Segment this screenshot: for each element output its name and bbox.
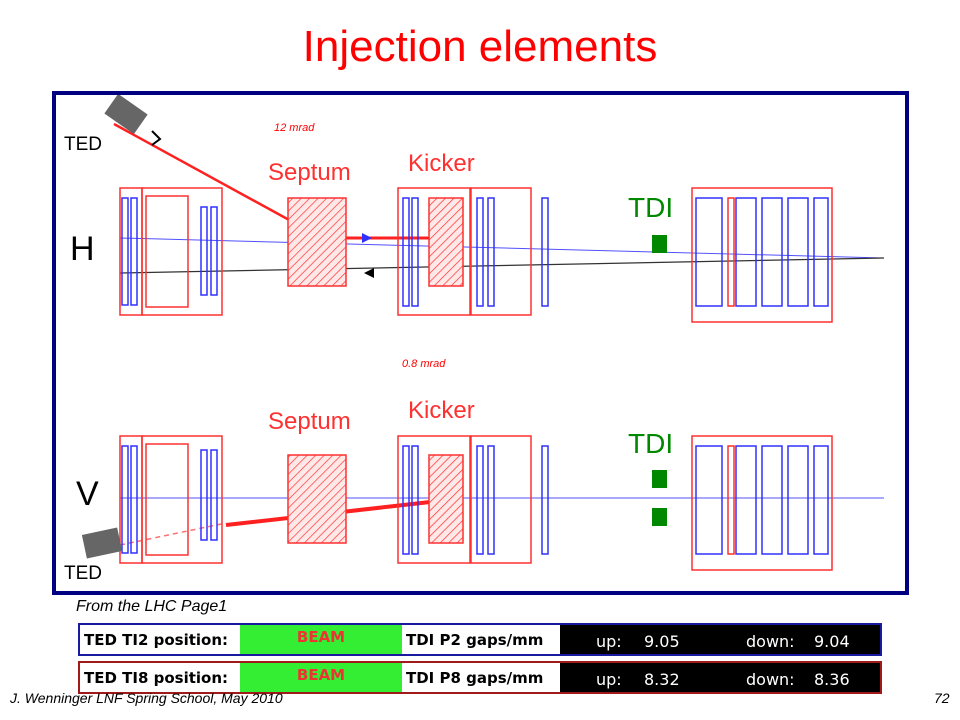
injection-diagram: 12 mrad 0.8 mrad H V Septum Kicker TDI S…: [52, 91, 909, 595]
source-caption: From the LHC Page1: [76, 598, 228, 615]
up-value: 9.05: [644, 632, 680, 651]
h-tdi-block: [652, 235, 667, 253]
h-kicker: [428, 197, 464, 287]
ted-bottom-label: TED: [64, 563, 102, 584]
h-plane-group: [113, 122, 885, 323]
tdi-h-label: TDI: [628, 192, 673, 223]
plane-h-label: H: [70, 230, 95, 268]
ted-bottom-block: [81, 527, 123, 559]
ted-top-label: TED: [64, 134, 102, 155]
tdi-gap-values: up: 9.05 down: 9.04: [560, 625, 880, 654]
diagram-svg: 12 mrad 0.8 mrad H V Septum Kicker TDI S…: [70, 95, 885, 571]
v-right-magnets: [691, 435, 833, 571]
v-kicker: [428, 454, 464, 544]
h-arrow-right: [362, 233, 372, 243]
tdi-gap-label: TDI P8 gaps/mm: [402, 663, 560, 692]
tdi-gap-label: TDI P2 gaps/mm: [402, 625, 560, 654]
h-beam-line-blue: [119, 237, 885, 259]
h-beam-line-black: [119, 257, 885, 274]
lhc-page1-table: TED TI2 position: BEAM TDI P2 gaps/mm up…: [78, 622, 882, 696]
h-septum: [287, 197, 347, 287]
down-label: down:: [746, 670, 795, 689]
up-label: up:: [596, 670, 622, 689]
septum-v-label: Septum: [268, 408, 351, 435]
h-left-magnets: [119, 187, 223, 316]
angle-mid-label: 0.8 mrad: [402, 358, 446, 370]
up-value: 8.32: [644, 670, 680, 689]
septum-h-label: Septum: [268, 159, 351, 186]
footer-author: J. Wenninger LNF Spring School, May 2010: [10, 690, 283, 706]
h-kicker-magnets: [397, 187, 471, 316]
h-arrow-left: [364, 268, 374, 278]
ted-top-arrow: [151, 130, 162, 146]
table-row: TED TI2 position: BEAM TDI P2 gaps/mm up…: [78, 623, 882, 656]
ted-status-badge: BEAM: [240, 625, 402, 654]
page-number: 72: [934, 690, 950, 706]
kicker-h-label: Kicker: [408, 150, 475, 177]
v-left-magnets: [119, 435, 223, 564]
tdi-gap-values: up: 8.32 down: 8.36: [560, 663, 880, 692]
down-value: 8.36: [814, 670, 850, 689]
tdi-v-label: TDI: [628, 428, 673, 459]
page-title: Injection elements: [302, 22, 658, 71]
up-label: up:: [596, 632, 622, 651]
v-kicker-magnets: [397, 435, 471, 564]
h-mid-quads: [470, 187, 549, 316]
ted-position-label: TED TI2 position:: [80, 625, 240, 654]
v-septum: [287, 454, 347, 544]
ted-position-label: TED TI8 position:: [80, 663, 240, 692]
ted-top-block: [104, 95, 148, 135]
v-tdi-block-lower: [652, 508, 667, 526]
v-tdi-block-upper: [652, 470, 667, 488]
plane-v-label: V: [76, 475, 99, 513]
v-injection-dashed: [119, 522, 227, 546]
kicker-v-label: Kicker: [408, 397, 475, 424]
table-row: TED TI8 position: BEAM TDI P8 gaps/mm up…: [78, 661, 882, 694]
ted-status-badge: BEAM: [240, 663, 402, 692]
v-mid-quads: [470, 435, 549, 564]
v-plane-group: [119, 435, 884, 571]
down-value: 9.04: [814, 632, 850, 651]
h-right-magnets: [691, 187, 833, 323]
down-label: down:: [746, 632, 795, 651]
angle-top-label: 12 mrad: [274, 122, 315, 134]
